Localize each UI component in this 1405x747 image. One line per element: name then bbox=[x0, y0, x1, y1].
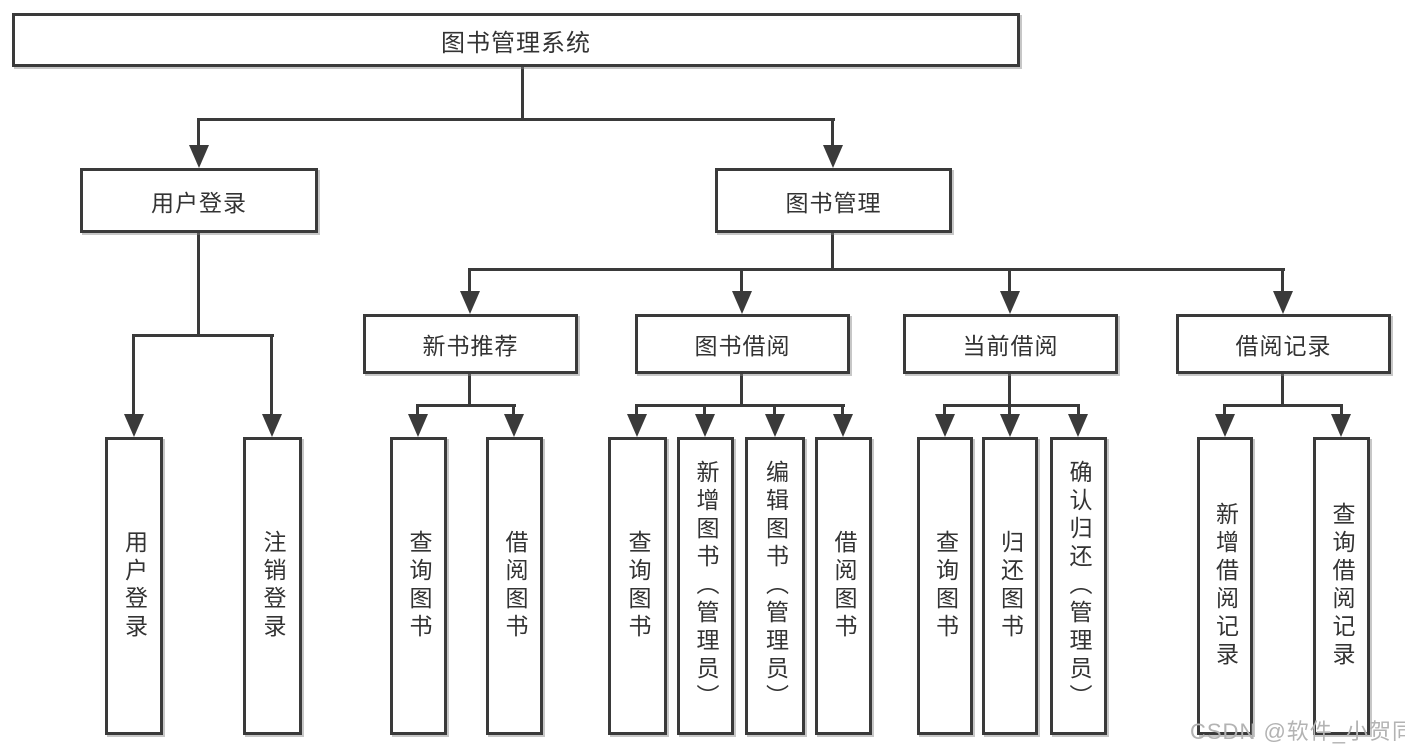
leaf-label: 注销登录 bbox=[260, 530, 286, 642]
connector-line bbox=[197, 118, 200, 147]
connector-line bbox=[1008, 268, 1011, 294]
node-system-root: 图书管理系统 bbox=[12, 13, 1020, 67]
connector-line bbox=[521, 66, 524, 120]
arrow-down-icon bbox=[935, 414, 955, 437]
connector-line bbox=[635, 404, 638, 416]
node-new-book-recommendation: 新书推荐 bbox=[363, 314, 578, 374]
leaf-label: 新增图书（管理员） bbox=[693, 460, 719, 712]
connector-line bbox=[1340, 404, 1343, 416]
connector-line bbox=[197, 233, 200, 336]
leaf-query-books-borrowing: 查询图书 bbox=[608, 437, 667, 735]
arrow-down-icon bbox=[1000, 291, 1020, 314]
connector-line bbox=[197, 118, 835, 121]
connector-line bbox=[841, 404, 844, 416]
connector-line bbox=[943, 404, 946, 416]
leaf-add-books-admin: 新增图书（管理员） bbox=[677, 437, 734, 735]
leaf-edit-books-admin: 编辑图书（管理员） bbox=[745, 437, 805, 735]
leaf-add-borrow-record: 新增借阅记录 bbox=[1197, 437, 1253, 735]
arrow-down-icon bbox=[1215, 414, 1235, 437]
leaf-label: 查询图书 bbox=[932, 530, 959, 642]
connector-line bbox=[1281, 371, 1284, 407]
arrow-down-icon bbox=[1331, 414, 1351, 437]
arrow-down-icon bbox=[408, 414, 428, 437]
arrow-down-icon bbox=[1000, 414, 1020, 437]
arrow-down-icon bbox=[504, 414, 524, 437]
leaf-label: 查询图书 bbox=[625, 530, 651, 642]
connector-line bbox=[132, 334, 274, 337]
connector-line bbox=[831, 233, 834, 271]
connector-line bbox=[703, 404, 706, 416]
connector-line bbox=[943, 404, 1080, 407]
connector-line bbox=[1223, 404, 1343, 407]
connector-line bbox=[1008, 404, 1011, 416]
connector-line bbox=[831, 118, 834, 147]
connector-line bbox=[1008, 371, 1011, 407]
arrow-down-icon bbox=[627, 414, 647, 437]
node-borrowing-records: 借阅记录 bbox=[1176, 314, 1391, 374]
arrow-down-icon bbox=[765, 414, 785, 437]
connector-line bbox=[635, 404, 845, 407]
leaf-query-books-recommend: 查询图书 bbox=[390, 437, 447, 735]
connector-line bbox=[416, 404, 419, 416]
leaf-label: 查询借阅记录 bbox=[1329, 502, 1355, 670]
leaf-label: 确认归还（管理员） bbox=[1066, 460, 1092, 712]
arrow-down-icon bbox=[695, 414, 715, 437]
connector-line bbox=[468, 371, 471, 407]
connector-line bbox=[1281, 268, 1284, 294]
leaf-label: 编辑图书（管理员） bbox=[762, 460, 789, 712]
leaf-confirm-return-admin: 确认归还（管理员） bbox=[1050, 437, 1107, 735]
leaf-query-borrow-record: 查询借阅记录 bbox=[1313, 437, 1370, 735]
connector-line bbox=[773, 404, 776, 416]
arrow-down-icon bbox=[1068, 414, 1088, 437]
connector-line bbox=[132, 334, 135, 415]
leaf-label: 新增借阅记录 bbox=[1212, 502, 1239, 670]
arrow-down-icon bbox=[823, 145, 843, 168]
connector-line bbox=[468, 268, 471, 294]
node-book-borrowing: 图书借阅 bbox=[635, 314, 850, 374]
leaf-label: 归还图书 bbox=[997, 530, 1024, 642]
watermark: CSDN @软件_小贺同学 bbox=[1190, 719, 1405, 744]
leaf-user-login: 用户登录 bbox=[105, 437, 163, 735]
node-user-login: 用户登录 bbox=[80, 168, 318, 233]
arrow-down-icon bbox=[262, 414, 282, 437]
leaf-query-books-current: 查询图书 bbox=[917, 437, 973, 735]
leaf-label: 查询图书 bbox=[406, 530, 432, 642]
connector-line bbox=[1077, 404, 1080, 416]
arrow-down-icon bbox=[1273, 291, 1293, 314]
leaf-label: 借阅图书 bbox=[502, 530, 528, 642]
node-book-management: 图书管理 bbox=[715, 168, 952, 233]
arrow-down-icon bbox=[124, 414, 144, 437]
leaf-logout: 注销登录 bbox=[243, 437, 302, 735]
leaf-borrow-books-borrowing: 借阅图书 bbox=[815, 437, 872, 735]
connector-line bbox=[1223, 404, 1226, 416]
connector-line bbox=[270, 334, 273, 415]
arrow-down-icon bbox=[732, 291, 752, 314]
arrow-down-icon bbox=[189, 145, 209, 168]
connector-line bbox=[512, 404, 515, 416]
leaf-return-books: 归还图书 bbox=[982, 437, 1038, 735]
arrow-down-icon bbox=[833, 414, 853, 437]
arrow-down-icon bbox=[460, 291, 480, 314]
connector-line bbox=[740, 371, 743, 407]
connector-line bbox=[416, 404, 516, 407]
connector-line bbox=[740, 268, 743, 294]
connector-line bbox=[468, 268, 1285, 271]
leaf-label: 用户登录 bbox=[121, 530, 148, 642]
node-current-borrowing: 当前借阅 bbox=[903, 314, 1118, 374]
leaf-label: 借阅图书 bbox=[831, 530, 857, 642]
leaf-borrow-books-recommend: 借阅图书 bbox=[486, 437, 543, 735]
